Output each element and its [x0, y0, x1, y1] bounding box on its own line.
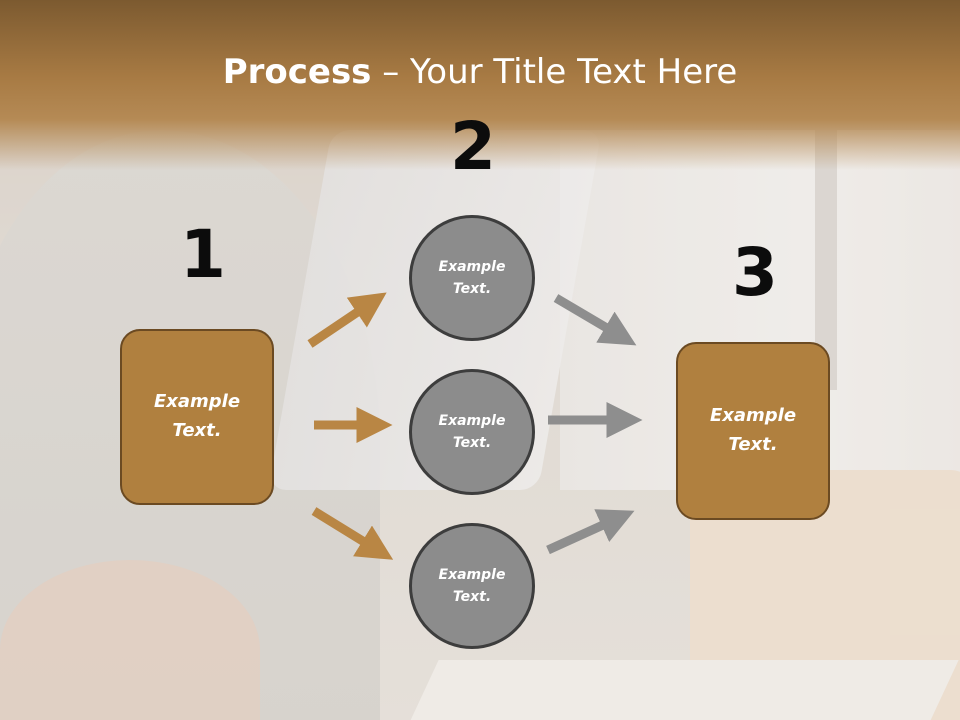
step-2-node-2-text: Example Text. — [438, 412, 506, 451]
background-hand — [0, 560, 260, 720]
step-number-2: 2 — [450, 108, 496, 185]
background-window-frame — [815, 130, 837, 390]
step-1-text: Example Text. — [153, 391, 241, 441]
step-1-box: Example Text. — [120, 329, 274, 505]
step-2-node-3-text: Example Text. — [438, 566, 506, 605]
arrow-right-icon — [553, 294, 637, 346]
step-2-node-1: Example Text. — [409, 215, 535, 341]
slide-title: Process – Your Title Text Here — [0, 52, 960, 92]
arrow-right-icon — [307, 292, 387, 348]
step-3-text: Example Text. — [709, 405, 797, 455]
step-2-node-3: Example Text. — [409, 523, 535, 649]
step-2-node-1-text: Example Text. — [438, 258, 506, 297]
title-band — [0, 0, 960, 170]
title-bold: Process — [222, 52, 372, 92]
step-number-1: 1 — [180, 216, 226, 293]
step-3-box: Example Text. — [676, 342, 830, 520]
step-2-node-2: Example Text. — [409, 369, 535, 495]
arrow-right-icon — [546, 509, 635, 555]
title-rest: – Your Title Text Here — [371, 52, 738, 92]
arrow-right-icon — [311, 507, 394, 560]
step-number-3: 3 — [732, 234, 778, 311]
